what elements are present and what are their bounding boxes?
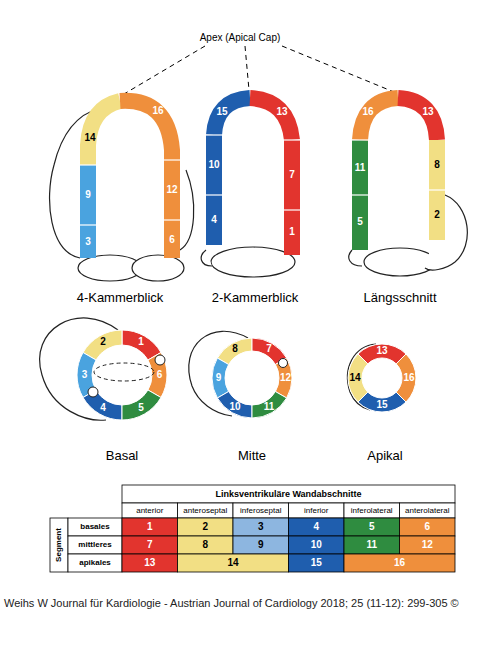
segment-number: 1 xyxy=(147,522,153,532)
segment-number: 15 xyxy=(376,400,387,410)
segment-number: 11 xyxy=(264,402,275,412)
segment-number: 7 xyxy=(289,170,295,180)
wall-segment xyxy=(358,392,406,412)
segment-number: 13 xyxy=(376,346,387,356)
segment-number: 16 xyxy=(362,107,373,117)
segment-number: 12 xyxy=(422,540,433,550)
segment-number: 14 xyxy=(84,133,95,143)
segment-number: 4 xyxy=(313,522,319,532)
table-text: inferior xyxy=(304,507,328,515)
table-text: mittleres xyxy=(78,541,111,549)
segment-number: 2 xyxy=(434,210,440,220)
segment-number: 13 xyxy=(422,107,433,117)
segment-number: 5 xyxy=(138,403,144,413)
segment-number: 13 xyxy=(276,107,287,117)
segment-number: 14 xyxy=(349,373,360,383)
table-text: apikales xyxy=(79,559,111,567)
segment-number: 11 xyxy=(366,540,377,550)
segment-number: 6 xyxy=(424,522,430,532)
segment-number: 8 xyxy=(232,344,238,354)
view-title: Längsschnitt xyxy=(364,291,437,304)
segment-number: 7 xyxy=(266,344,272,354)
segment-number: 5 xyxy=(357,217,363,227)
segment-number: 3 xyxy=(258,522,264,532)
view-title: 2-Kammerblick xyxy=(212,291,299,304)
segment-number: 2 xyxy=(202,522,208,532)
segment-number: 15 xyxy=(311,558,322,568)
segment-number: 8 xyxy=(434,160,440,170)
segment-number: 9 xyxy=(258,540,264,550)
segment-number: 13 xyxy=(144,558,155,568)
segment-number: 12 xyxy=(280,373,291,383)
segment-number: 4 xyxy=(211,215,217,225)
segment-number: Apex (Apical Cap) xyxy=(200,33,281,43)
view-title: Mitte xyxy=(238,449,266,462)
segment-number: 2 xyxy=(100,337,106,347)
segment-number: 12 xyxy=(166,185,177,195)
segment-number: 16 xyxy=(403,373,414,383)
view-title: Basal xyxy=(106,449,139,462)
wall-segment xyxy=(275,358,292,398)
table-text: inferoseptal xyxy=(240,507,281,515)
table-text: anterior xyxy=(136,507,163,515)
segment-number: 8 xyxy=(202,540,208,550)
segment-number: 1 xyxy=(138,337,144,347)
segment-number: 6 xyxy=(169,235,175,245)
segment-number: 5 xyxy=(369,522,375,532)
wall-segment xyxy=(148,353,167,398)
segment-number: 10 xyxy=(311,540,322,550)
table-text: Linksventrikuläre Wandabschnitte xyxy=(215,490,361,499)
segment-number: 1 xyxy=(289,227,295,237)
table-text: basales xyxy=(80,523,109,531)
segment-number: 6 xyxy=(157,370,163,380)
segment-number: 10 xyxy=(229,402,240,412)
citation: Weihs W Journal für Kardiologie - Austri… xyxy=(4,596,474,611)
table-text: inferolateral xyxy=(351,507,393,515)
wall-segment xyxy=(212,358,229,398)
wall-segment xyxy=(252,392,287,419)
segment-number: 7 xyxy=(147,540,153,550)
segment-number: 11 xyxy=(355,163,366,173)
segment-number: 15 xyxy=(216,107,227,117)
segment-number: 4 xyxy=(100,403,106,413)
wall-segment xyxy=(122,390,161,420)
table-text: anteroseptal xyxy=(183,507,227,515)
segment-number: 16 xyxy=(152,106,163,116)
segment-number: 14 xyxy=(227,558,238,568)
view-title: 4-Kammerblick xyxy=(77,291,164,304)
segment-number: 10 xyxy=(208,160,219,170)
segment-number: 9 xyxy=(85,190,91,200)
wall-segment xyxy=(217,392,252,419)
segment-number: 3 xyxy=(82,370,88,380)
segment-number: 9 xyxy=(216,373,222,383)
segment-number: 3 xyxy=(85,237,91,247)
view-title: Apikal xyxy=(367,449,402,462)
segment-number: 16 xyxy=(394,558,405,568)
table-text: anterolateral xyxy=(405,507,449,515)
table-text: Segment xyxy=(55,528,63,562)
